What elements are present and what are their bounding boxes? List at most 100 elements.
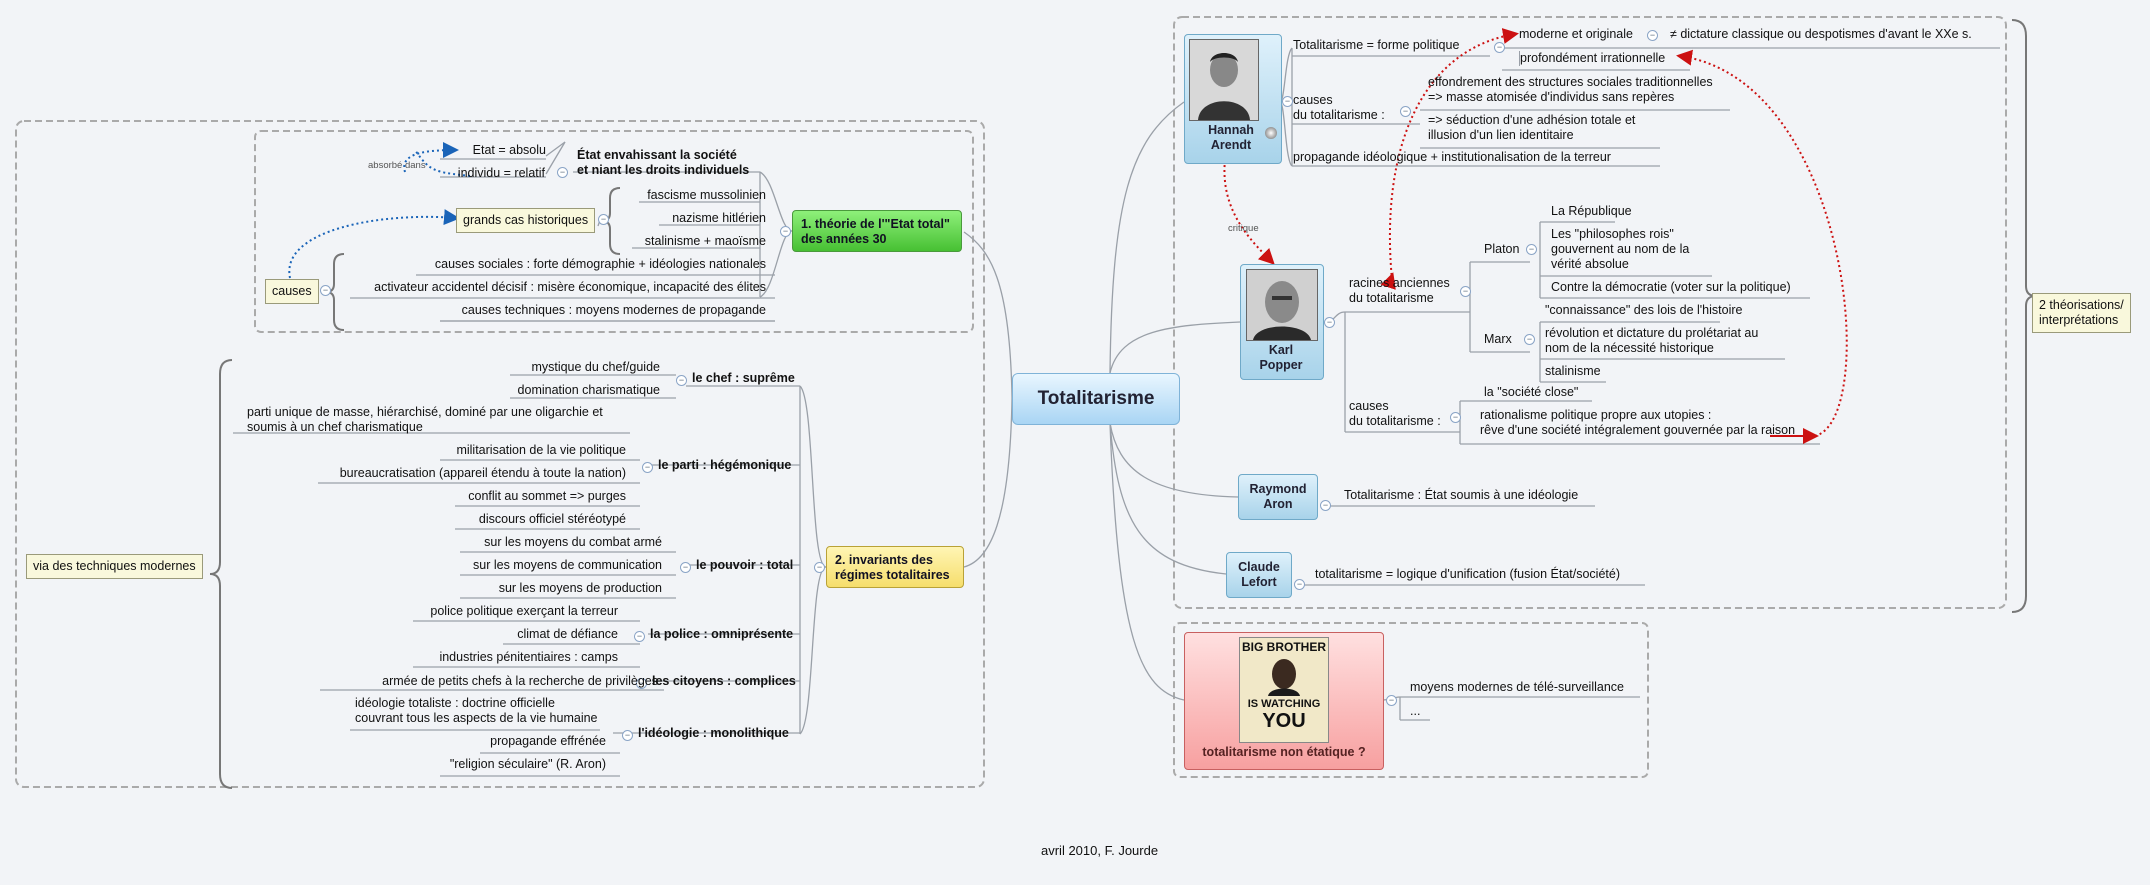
item-tele-surveillance[interactable]: moyens modernes de télé-surveillance [1410, 680, 1624, 694]
topic-via-techniques[interactable]: via des techniques modernes [26, 554, 203, 579]
topic-hannah-arendt[interactable]: Hannah Arendt [1184, 34, 1282, 164]
cause-techniques[interactable]: causes techniques : moyens modernes de p… [461, 303, 766, 317]
collapse-icon[interactable]: − [780, 226, 791, 237]
item-defiance[interactable]: climat de défiance [517, 627, 618, 641]
item-conflit[interactable]: conflit au sommet => purges [468, 489, 626, 503]
item-communication[interactable]: sur les moyens de communication [473, 558, 662, 572]
popper-causes[interactable]: causes du totalitarisme : [1349, 399, 1441, 429]
popper-platon[interactable]: Platon [1484, 242, 1520, 256]
arendt-forme-politique[interactable]: Totalitarisme = forme politique [1293, 38, 1460, 52]
platon-contre-democratie[interactable]: Contre la démocratie (voter sur la polit… [1551, 280, 1791, 294]
marx-revolution[interactable]: révolution et dictature du prolétariat a… [1545, 326, 1758, 356]
arendt-dictature[interactable]: ≠ dictature classique ou despotismes d'a… [1670, 27, 1972, 41]
topic-theorie-etat-total[interactable]: 1. théorie de l'"Etat total" des années … [792, 210, 962, 252]
cause-line: => masse atomisée d'individus sans repèr… [1428, 90, 1675, 104]
group-ideologie[interactable]: l'idéologie : monolithique [638, 726, 789, 740]
arendt-propagande[interactable]: propagande idéologique + institutionalis… [1293, 150, 1611, 164]
globe-icon[interactable] [1265, 127, 1277, 139]
group-chef[interactable]: le chef : suprême [692, 371, 795, 385]
case-stalinisme[interactable]: stalinisme + maoïsme [644, 234, 766, 248]
collapse-icon[interactable]: − [598, 214, 609, 225]
item-ellipsis[interactable]: ... [1410, 704, 1421, 718]
group-pouvoir[interactable]: le pouvoir : total [696, 558, 794, 572]
topic-label: des années 30 [801, 232, 887, 246]
case-nazisme[interactable]: nazisme hitlérien [672, 211, 766, 225]
item-discours[interactable]: discours officiel stéréotypé [478, 512, 626, 526]
topic-individu-relatif[interactable]: individu = relatif [457, 166, 545, 180]
collapse-icon[interactable]: − [622, 730, 633, 741]
platon-philosophes-rois[interactable]: Les "philosophes rois" gouvernent au nom… [1551, 227, 1689, 272]
item-religion[interactable]: "religion séculaire" (R. Aron) [449, 757, 606, 771]
item-combat[interactable]: sur les moyens du combat armé [484, 535, 662, 549]
item-militarisation[interactable]: militarisation de la vie politique [456, 443, 626, 457]
arendt-irrationnelle[interactable]: profondément irrationnelle [1519, 51, 1666, 66]
topic-causes[interactable]: causes [265, 279, 319, 304]
collapse-icon[interactable]: − [814, 562, 825, 573]
item-police[interactable]: police politique exerçant la terreur [430, 604, 618, 618]
collapse-icon[interactable]: − [1294, 579, 1305, 590]
collapse-icon[interactable]: − [676, 375, 687, 386]
central-topic[interactable]: Totalitarisme [1012, 373, 1180, 425]
popper-racines[interactable]: racines anciennes du totalitarisme [1349, 276, 1450, 306]
popper-marx[interactable]: Marx [1484, 332, 1512, 346]
arendt-cause-effondrement[interactable]: effondrement des structures sociales tra… [1428, 75, 1713, 105]
topic-raymond-aron[interactable]: Raymond Aron [1238, 474, 1318, 520]
topic-2-theorisations[interactable]: 2 théorisations/ interprétations [2032, 293, 2131, 333]
marx-connaissance[interactable]: "connaissance" des lois de l'histoire [1545, 303, 1743, 317]
case-fascisme[interactable]: fascisme mussolinien [647, 188, 766, 202]
collapse-icon[interactable]: − [642, 462, 653, 473]
group-citoyens[interactable]: les citoyens : complices [652, 674, 796, 688]
arendt-moderne[interactable]: moderne et originale [1519, 27, 1633, 41]
topic-etat-absolu[interactable]: Etat = absolu [472, 143, 546, 157]
collapse-icon[interactable]: − [1324, 317, 1335, 328]
arendt-cause-seduction[interactable]: => séduction d'une adhésion totale et il… [1428, 113, 1635, 143]
platon-republique[interactable]: La République [1551, 204, 1632, 218]
name-line: Aron [1263, 497, 1293, 511]
popper-rationalisme[interactable]: rationalisme politique propre aux utopie… [1480, 408, 1795, 438]
item-parti-unique[interactable]: parti unique de masse, hiérarchisé, domi… [247, 405, 603, 435]
item-armee[interactable]: armée de petits chefs à la recherche de … [382, 674, 658, 688]
collapse-icon[interactable]: − [1524, 334, 1535, 345]
collapse-icon[interactable]: − [1282, 96, 1293, 107]
collapse-icon[interactable]: − [1400, 106, 1411, 117]
item-ideologie-totaliste[interactable]: idéologie totaliste : doctrine officiell… [355, 696, 598, 726]
item-mystique[interactable]: mystique du chef/guide [531, 360, 660, 374]
collapse-icon[interactable]: − [1494, 42, 1505, 53]
aron-definition[interactable]: Totalitarisme : État soumis à une idéolo… [1344, 488, 1579, 502]
collapse-icon[interactable]: − [1526, 244, 1537, 255]
arendt-causes[interactable]: causes du totalitarisme : [1293, 93, 1385, 123]
topic-totalitarisme-non-etatique[interactable]: BIG BROTHER IS WATCHING YOU totalitarism… [1184, 632, 1384, 770]
big-brother-face-icon [1268, 659, 1300, 696]
cause-activateur[interactable]: activateur accidentel décisif : misère é… [374, 280, 766, 294]
lefort-definition[interactable]: totalitarisme = logique d'unification (f… [1315, 567, 1620, 581]
item-domination[interactable]: domination charismatique [517, 383, 660, 397]
cause-sociales[interactable]: causes sociales : forte démographie + id… [434, 257, 766, 271]
item-line: vérité absolue [1551, 257, 1629, 271]
collapse-icon[interactable]: − [320, 285, 331, 296]
topic-grands-cas-historiques[interactable]: grands cas historiques [456, 208, 596, 233]
person-name: Karl Popper [1241, 343, 1321, 373]
topic-etat-envahissant[interactable]: État envahissant la société et niant les… [577, 148, 749, 178]
collapse-icon[interactable]: − [636, 678, 647, 689]
collapse-icon[interactable]: − [634, 631, 645, 642]
item-camps[interactable]: industries pénitentiaires : camps [439, 650, 618, 664]
item-bureaucratisation[interactable]: bureaucratisation (appareil étendu à tou… [339, 466, 626, 480]
topic-claude-lefort[interactable]: Claude Lefort [1226, 552, 1292, 598]
collapse-icon[interactable]: − [680, 562, 691, 573]
collapse-icon[interactable]: − [1460, 286, 1471, 297]
name-line: Popper [1259, 358, 1303, 372]
item-propagande[interactable]: propagande effrénée [490, 734, 606, 748]
collapse-icon[interactable]: − [557, 167, 568, 178]
collapse-icon[interactable]: − [1386, 695, 1397, 706]
group-parti[interactable]: le parti : hégémonique [658, 458, 792, 472]
collapse-icon[interactable]: − [1450, 412, 1461, 423]
item-production[interactable]: sur les moyens de production [498, 581, 662, 595]
collapse-icon[interactable]: − [1320, 500, 1331, 511]
group-police[interactable]: la police : omniprésente [650, 627, 794, 641]
topic-invariants[interactable]: 2. invariants des régimes totalitaires [826, 546, 964, 588]
marx-stalinisme[interactable]: stalinisme [1545, 364, 1601, 378]
footer-credit: avril 2010, F. Jourde [1041, 843, 1159, 858]
popper-societe-close[interactable]: la "société close" [1484, 385, 1579, 399]
collapse-icon[interactable]: − [1647, 30, 1658, 41]
topic-karl-popper[interactable]: Karl Popper [1240, 264, 1324, 380]
